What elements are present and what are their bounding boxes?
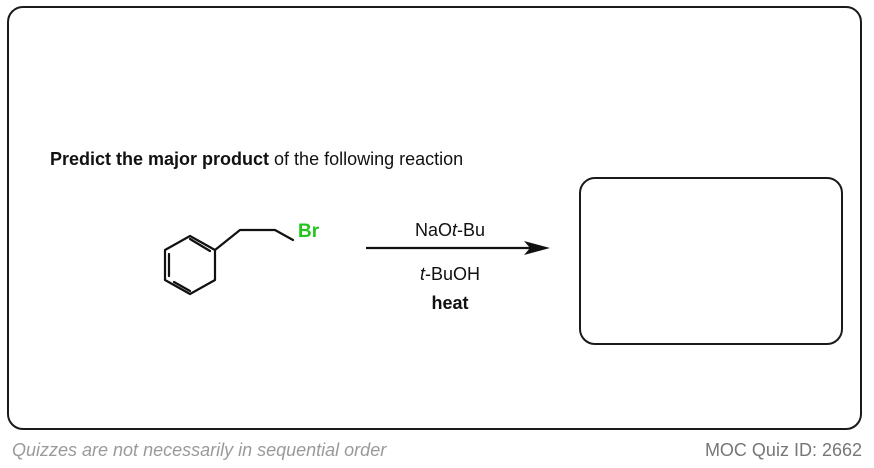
bromine-label: Br [298,221,320,242]
question-rest: of the following reaction [269,149,464,169]
ring-double-bond [188,237,212,253]
reagent-solvent-italic: t [419,264,425,284]
reagent-condition: heat [431,293,469,313]
product-answer-box[interactable] [579,177,843,345]
reactant-structure: Br [163,221,320,296]
reaction-arrow [366,241,550,255]
question-bold: Predict the major product [50,149,270,169]
reagent-base-suffix: -Bu [457,220,486,240]
ethyl-chain [213,228,295,252]
reagent-base: NaOt-Bu [380,219,520,241]
ring-double-bond [172,280,192,293]
reagent-solvent: t-BuOH [380,263,520,285]
reagent-solvent-suffix: -BuOH [425,264,481,284]
question-prompt: Predict the major product of the followi… [50,148,463,170]
footer-note: Quizzes are not necessarily in sequentia… [12,440,387,460]
reagent-base-prefix: NaO [414,220,452,240]
quiz-id: MOC Quiz ID: 2662 [704,440,862,460]
reagent-base-italic: t [451,220,457,240]
benzene-ring [163,234,217,296]
